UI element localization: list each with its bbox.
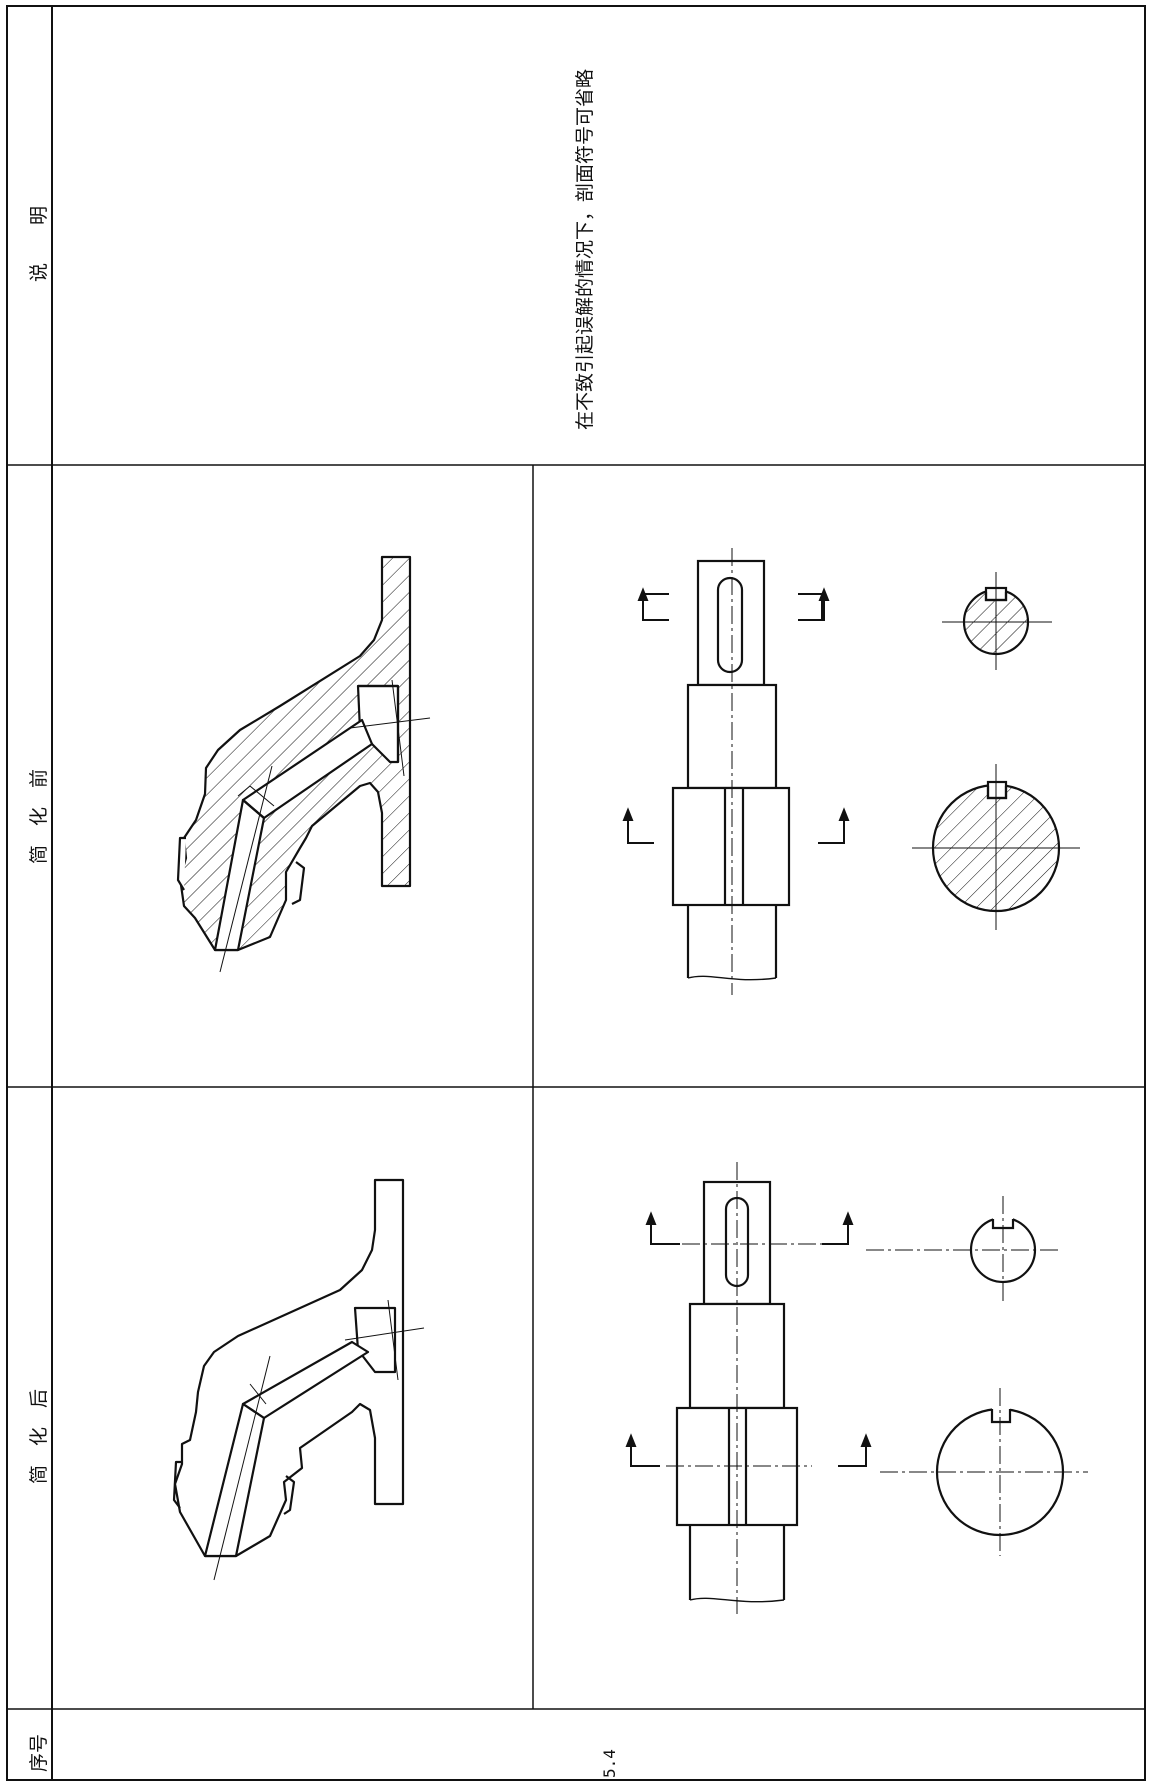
before-section-markers bbox=[622, 587, 850, 844]
after-section-markers bbox=[625, 1211, 872, 1467]
after-section-small bbox=[866, 1196, 1060, 1304]
header-before-simplification: 简 化 前 bbox=[28, 768, 50, 864]
before-shaft-drawing bbox=[671, 559, 791, 981]
after-shaft-axis bbox=[666, 1162, 826, 1614]
row-description-text: 在不致引起误解的情况下，剖面符号可省略 bbox=[574, 68, 596, 430]
before-bracket-centerlines bbox=[219, 679, 431, 973]
after-bracket-drawing bbox=[172, 1178, 405, 1558]
header-after-simplification: 简 化 后 bbox=[28, 1388, 50, 1484]
after-section-large bbox=[880, 1388, 1088, 1556]
before-bracket-drawing bbox=[176, 555, 412, 952]
before-section-large bbox=[912, 764, 1080, 930]
table-frame bbox=[6, 5, 1146, 1781]
header-description: 说 明 bbox=[28, 205, 50, 282]
before-section-small bbox=[942, 572, 1052, 670]
header-seq: 序号 bbox=[28, 1733, 50, 1772]
after-bracket-centerlines bbox=[213, 1299, 425, 1581]
row-seq-number: 5.4 bbox=[600, 1749, 619, 1778]
